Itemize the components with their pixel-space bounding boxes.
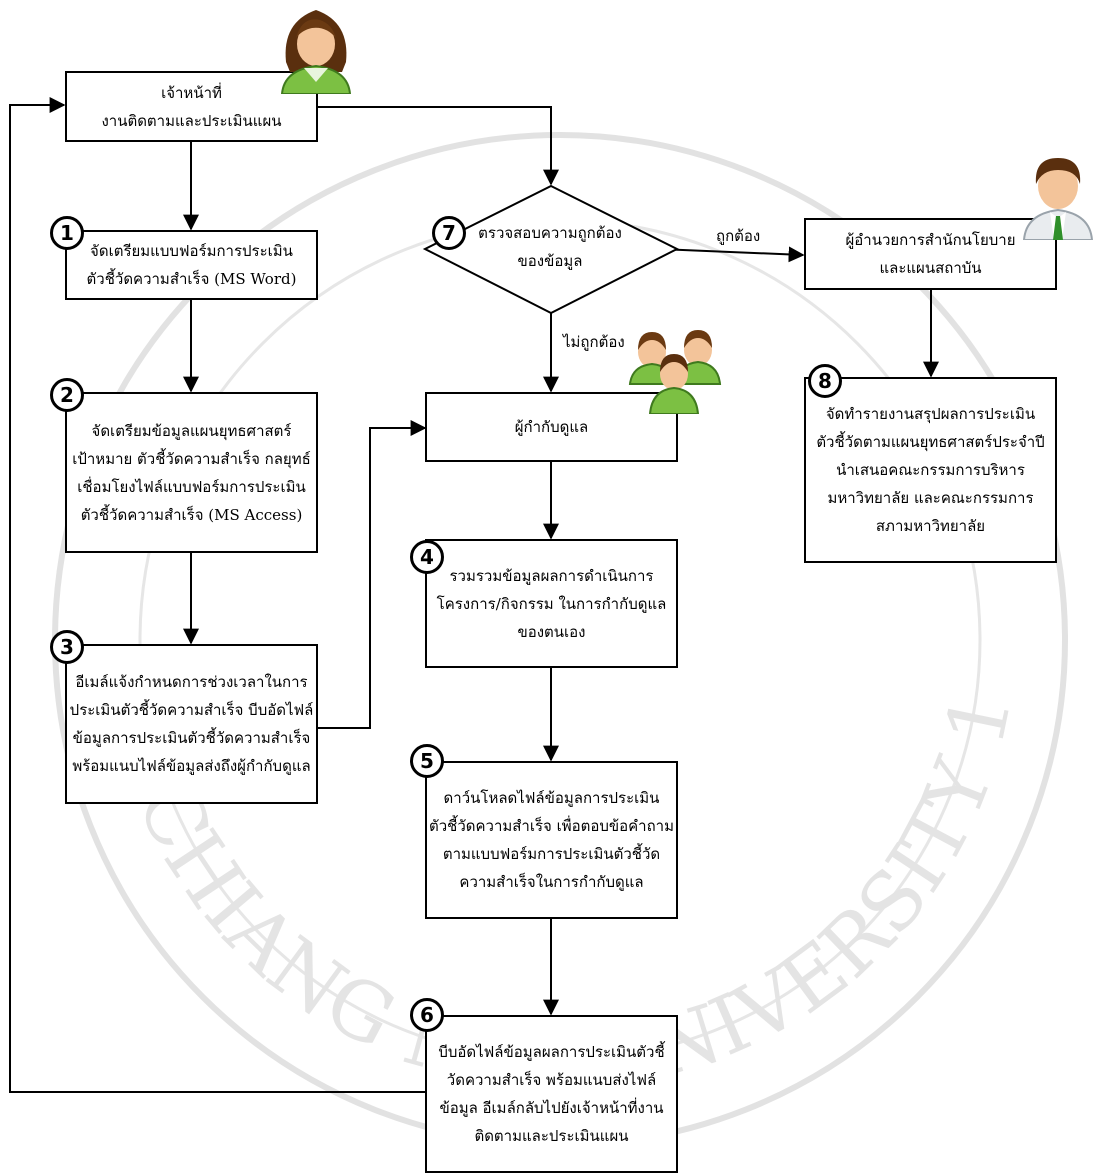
arrow-6-to-start <box>9 97 425 1093</box>
supervisor-box: ผู้กำกับดูแล <box>425 392 678 462</box>
step-8-text: จัดทำรายงานสรุปผลการประเมิน ตัวชี้วัดตาม… <box>816 405 1045 535</box>
female-person-icon <box>280 10 352 94</box>
arrow-3-to-supervisor <box>318 420 427 729</box>
step-6-number: 6 <box>410 998 444 1032</box>
step-3-box: อีเมล์แจ้งกำหนดการช่วงเวลาในการ ประเมินต… <box>65 644 318 804</box>
step-3-text: อีเมล์แจ้งกำหนดการช่วงเวลาในการ ประเมินต… <box>69 673 314 775</box>
step-8-number: 8 <box>808 364 842 398</box>
step-1-number: 1 <box>50 216 84 250</box>
male-person-icon <box>1022 158 1094 240</box>
step-2-box: จัดเตรียมข้อมูลแผนยุทธศาสตร์ เป้าหมาย ตั… <box>65 392 318 553</box>
supervisor-text: ผู้กำกับดูแล <box>514 418 589 436</box>
step-4-text: รวมรวมข้อมูลผลการดำเนินการ โครงการ/กิจกร… <box>436 566 667 641</box>
step-1-text: จัดเตรียมแบบฟอร์มการประเมิน ตัวชี้วัดควา… <box>86 242 297 288</box>
step-5-box: ดาว์นโหลดไฟล์ข้อมูลการประเมิน ตัวชี้วัดค… <box>425 761 678 919</box>
director-text: ผู้อำนวยการสำนักนโยบาย และแผนสถาบัน <box>845 231 1016 277</box>
step-1-box: จัดเตรียมแบบฟอร์มการประเมิน ตัวชี้วัดควา… <box>65 230 318 300</box>
director-box: ผู้อำนวยการสำนักนโยบาย และแผนสถาบัน <box>804 218 1057 290</box>
arrow-start-to-7 <box>318 106 559 186</box>
label-correct: ถูกต้อง <box>716 227 761 245</box>
arrow-7-to-director <box>658 246 805 263</box>
start-text: เจ้าหน้าที่ งานติดตามและประเมินแผน <box>101 83 282 130</box>
step-2-text: จัดเตรียมข้อมูลแผนยุทธศาสตร์ เป้าหมาย ตั… <box>72 421 311 524</box>
start-box: เจ้าหน้าที่ งานติดตามและประเมินแผน <box>65 71 318 142</box>
step-8-box: จัดทำรายงานสรุปผลการประเมิน ตัวชี้วัดตาม… <box>804 377 1057 563</box>
step-7-number: 7 <box>432 216 466 250</box>
group-people-icon <box>628 330 722 414</box>
decision-diamond <box>422 184 680 315</box>
step-4-number: 4 <box>410 540 444 574</box>
step-6-text: บีบอัดไฟล์ข้อมูลผลการประเมินตัวชี้ วัดคว… <box>438 1043 665 1145</box>
step-3-number: 3 <box>50 630 84 664</box>
step-4-box: รวมรวมข้อมูลผลการดำเนินการ โครงการ/กิจกร… <box>425 539 678 668</box>
step-5-text: ดาว์นโหลดไฟล์ข้อมูลการประเมิน ตัวชี้วัดค… <box>428 789 674 891</box>
step-7-text: ตรวจสอบความถูกต้อง ของข้อมูล <box>478 224 622 270</box>
step-2-number: 2 <box>50 378 84 412</box>
label-incorrect: ไม่ถูกต้อง <box>563 333 625 351</box>
step-6-box: บีบอัดไฟล์ข้อมูลผลการประเมินตัวชี้ วัดคว… <box>425 1015 678 1173</box>
step-5-number: 5 <box>410 744 444 778</box>
